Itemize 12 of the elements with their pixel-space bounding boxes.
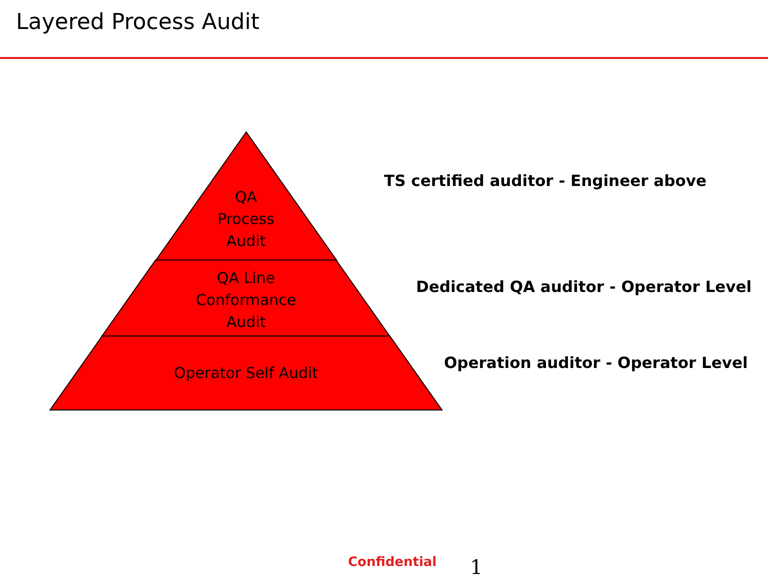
layer-label: QA Line Conformance Audit <box>194 268 298 333</box>
layer-label: Operator Self Audit <box>172 363 320 384</box>
auditor-level-text: Dedicated QA auditor - Operator Level <box>416 278 752 296</box>
auditor-level-text: Operation auditor - Operator Level <box>444 354 748 372</box>
page-number: 1 <box>470 556 483 576</box>
middle-layer <box>102 260 390 336</box>
layer-label: QA Process Audit <box>216 187 276 252</box>
auditor-level-text: TS certified auditor - Engineer above <box>384 172 706 190</box>
confidential-note: Confidential <box>348 556 437 570</box>
base-layer <box>50 336 442 410</box>
apex-layer <box>156 132 336 260</box>
page-title: Layered Process Audit <box>16 10 260 35</box>
